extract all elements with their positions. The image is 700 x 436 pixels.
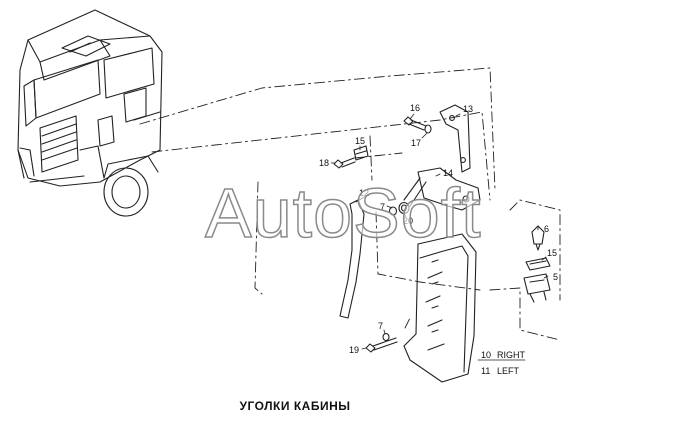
legend-right-number: 10 <box>481 350 491 360</box>
callout-16: 16 <box>410 103 420 113</box>
callout-19: 19 <box>349 345 359 355</box>
callout-5: 5 <box>553 272 558 282</box>
callout-leader-lines <box>330 113 549 361</box>
callout-13: 13 <box>463 104 473 114</box>
part-13-bracket <box>439 104 471 173</box>
part-10-11-corner-panel <box>403 233 477 383</box>
callout-7-lower: 7 <box>378 321 383 331</box>
part-14-rod <box>403 167 481 211</box>
part-19-bolt <box>365 337 398 353</box>
callout-6: 6 <box>544 224 549 234</box>
part-7-washer-upper <box>388 206 398 216</box>
part-15-clip <box>353 145 369 161</box>
callout-17: 17 <box>411 138 421 148</box>
watermark: AutoSoft <box>204 174 482 252</box>
part-5-clip-nut <box>523 273 551 303</box>
callout-12: 12 <box>359 188 369 198</box>
callout-20: 20 <box>403 216 413 226</box>
callout-7-upper: 7 <box>380 202 385 212</box>
part-6-push-rivet <box>531 225 545 251</box>
callout-15-lower: 15 <box>547 248 557 258</box>
truck-cab-illustration <box>17 9 163 217</box>
part-15-clip-lower <box>525 257 551 271</box>
callout-18: 18 <box>319 158 329 168</box>
diagram-caption: УГОЛКИ КАБИНЫ <box>239 399 351 413</box>
callout-15-upper: 15 <box>355 136 365 146</box>
part-7-washer-lower <box>382 332 390 342</box>
legend-left-number: 11 <box>481 366 490 376</box>
legend-right-text: RIGHT <box>497 350 526 360</box>
part-12-seal-strip <box>339 199 365 319</box>
part-17-washer <box>424 124 432 134</box>
part-16-bolt <box>403 116 427 131</box>
leader-lines <box>139 67 561 341</box>
legend-left-text: LEFT <box>497 366 520 376</box>
part-18-bolt <box>333 157 356 169</box>
callout-14: 14 <box>443 168 453 178</box>
